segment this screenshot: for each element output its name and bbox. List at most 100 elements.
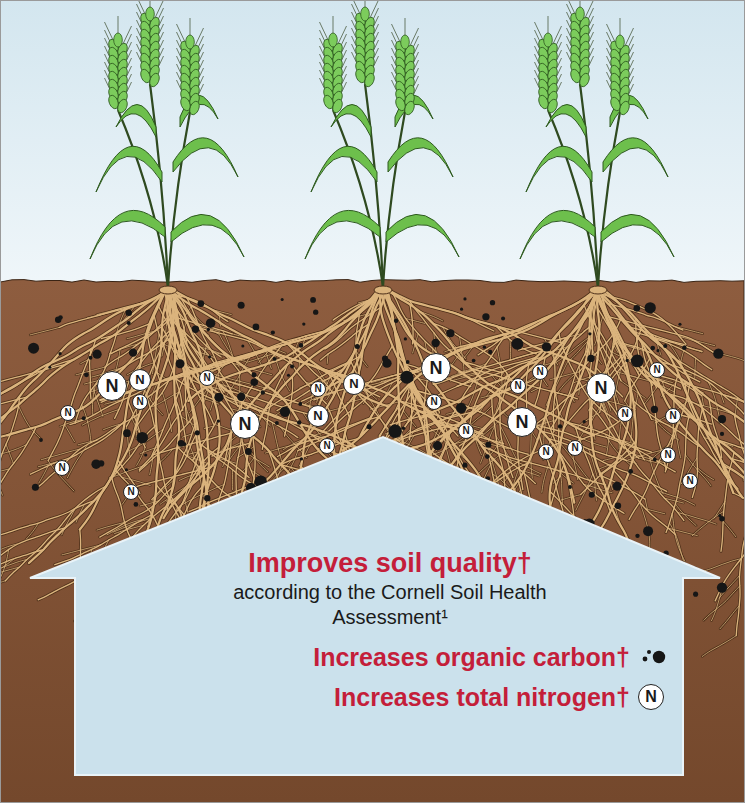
root [606,415,610,455]
carbon-dot [542,342,551,351]
carbon-dot [238,302,245,309]
root [212,443,250,456]
root-outline [30,421,125,475]
root [509,340,511,360]
root-outline [702,396,704,406]
root-outline [692,511,723,536]
carbon-dot [290,365,294,369]
carbon-dot [123,429,131,437]
root [680,344,686,363]
carbon-dot [237,393,245,401]
carbon-dot [460,308,463,311]
carbon-dot [134,502,139,507]
root [546,361,568,406]
root [265,442,303,453]
root-outline [680,344,686,363]
carbon-dot [431,339,439,347]
root [152,374,187,457]
root [80,288,167,530]
root [242,456,255,471]
carbon-dot [456,403,466,413]
root-outline [19,406,41,439]
root [672,513,685,561]
carbon-dot [643,526,653,536]
carbon-dot [656,349,659,352]
root [559,332,618,421]
carbon-dot [313,309,318,314]
soil [0,280,745,803]
carbon-dot [98,460,104,466]
carbon-dot [501,317,505,321]
carbon-dot [126,310,132,316]
carbon-dot [558,424,562,428]
root-outline [30,328,59,335]
carbon-dot [485,454,490,459]
root [172,288,397,470]
root-outline [509,340,512,360]
root [645,388,657,404]
root [19,406,41,439]
carbon-dot [300,457,303,460]
carbon-dot [613,482,622,491]
root [702,636,736,657]
carbon-dot [718,415,726,423]
root-outline [0,364,65,389]
carbon-dot [192,326,199,333]
carbon-dot [615,502,621,508]
carbon-dot [720,432,724,436]
root [696,404,734,415]
root [127,331,156,339]
carbon-dot [394,318,398,322]
carbon-dot [433,441,442,450]
carbon-dot [678,323,681,326]
root-outline [48,461,74,491]
awn [123,26,132,45]
root [212,374,270,390]
root [645,499,647,509]
carbon-dot [275,421,279,425]
root-outline [542,463,549,492]
root [554,387,561,476]
carbon-dot [463,297,466,300]
carbon-dot [125,468,128,471]
root [731,458,745,495]
root [617,342,646,351]
root [82,404,91,443]
carbon-dot [568,485,572,489]
root [100,288,384,400]
root-outline [65,424,75,441]
carbon-dot [206,318,215,327]
root-outline [273,407,290,417]
root [621,381,645,399]
root [678,513,716,525]
root [715,517,745,601]
carbon-dot [404,337,407,340]
root [277,368,345,411]
carbon-dot [271,330,275,334]
carbon-dot [488,350,492,354]
root [65,424,75,441]
root [285,377,293,436]
carbon-dot [127,321,131,325]
root [399,288,594,451]
carbon-dot [367,424,372,429]
sky [0,0,745,300]
carbon-dot [589,492,595,498]
stem [168,112,190,287]
root-outline [645,499,647,509]
root-outline [736,499,745,636]
root [721,452,734,551]
root [639,458,658,463]
carbon-dot [462,463,467,468]
carbon-dot [626,359,629,362]
carbon-dot [197,300,204,307]
root [590,317,652,419]
root [273,407,290,417]
root [29,288,169,563]
root [48,461,74,491]
wheat-head [137,0,164,88]
root [137,447,146,465]
carbon-dot [485,442,491,448]
carbon-dot [48,366,51,369]
root [370,402,399,409]
